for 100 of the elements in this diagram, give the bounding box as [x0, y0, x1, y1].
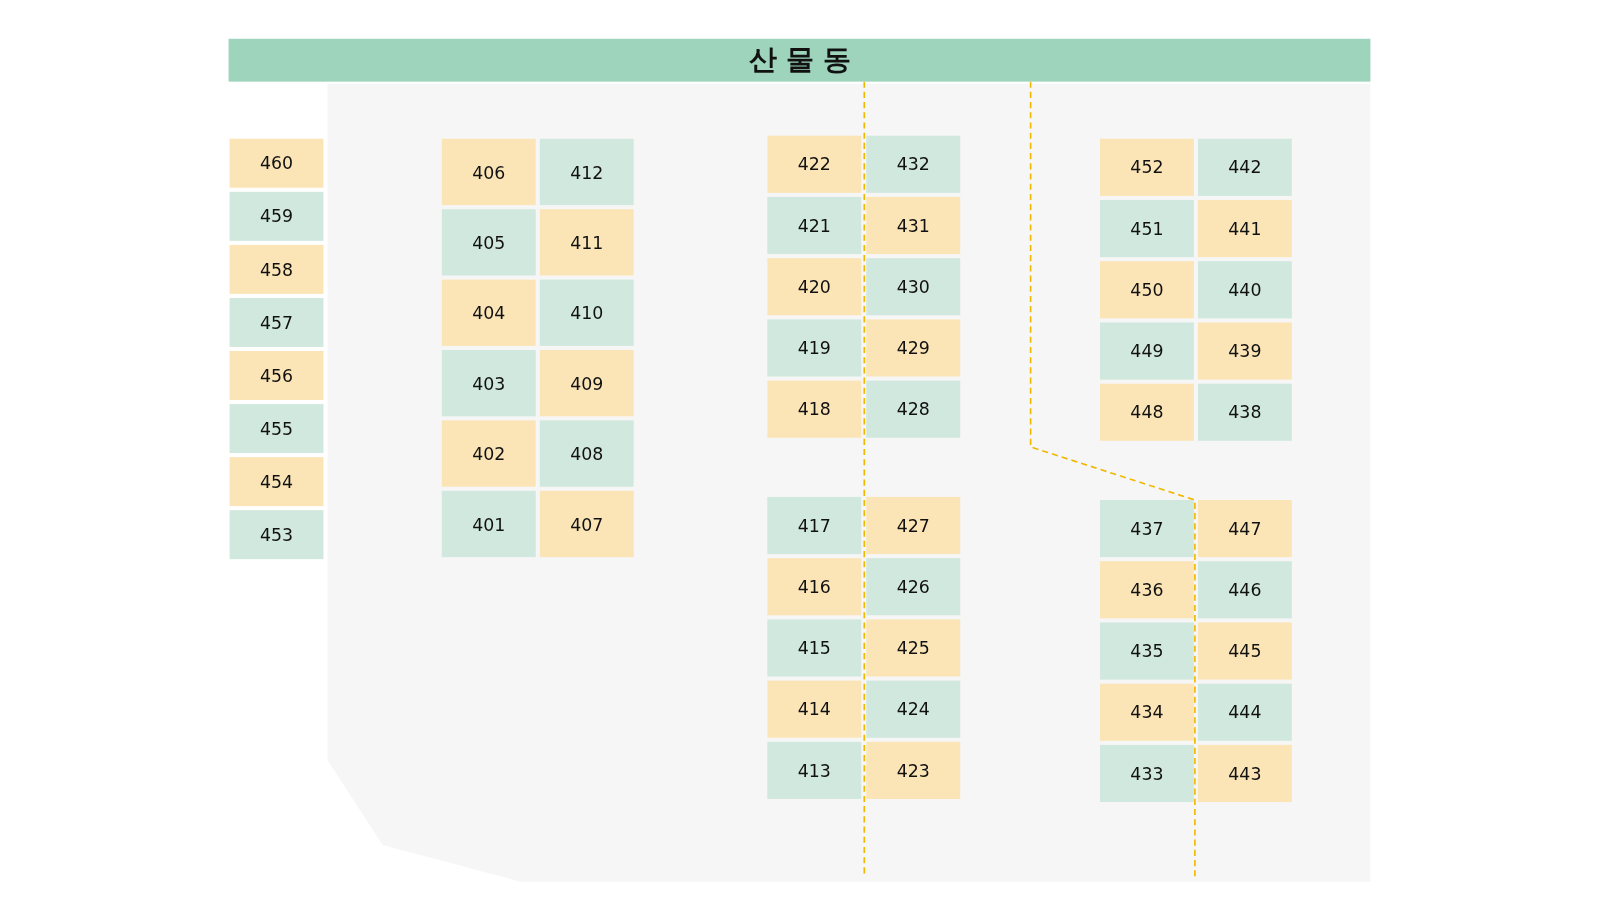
stall-box: [866, 319, 961, 377]
stall-number: 447: [1228, 518, 1262, 539]
stall-box: [866, 558, 961, 616]
stall-box: [767, 680, 862, 738]
stall-box: [441, 279, 536, 346]
stall-box: [1197, 683, 1292, 741]
stall-number: 444: [1228, 702, 1262, 723]
stall-number: 416: [797, 576, 831, 597]
stall-number: 455: [259, 418, 294, 439]
stall-box: [1100, 383, 1194, 441]
stall-number: 402: [472, 443, 506, 464]
stall-box: [1197, 261, 1292, 319]
stall-box: [767, 558, 862, 616]
stall-number: 442: [1228, 157, 1262, 178]
stall-box: [229, 244, 324, 294]
stall-number: 446: [1228, 579, 1262, 600]
stall-box: [866, 680, 961, 738]
stall-number: 414: [797, 698, 831, 720]
stall-number: 430: [896, 276, 930, 297]
stall-box: [1197, 744, 1292, 803]
stall-box: [1100, 744, 1194, 803]
stall-number: 424: [896, 698, 930, 720]
stall-number: 445: [1228, 640, 1262, 662]
stall-number: 438: [1228, 402, 1262, 423]
stall-number: 401: [472, 513, 506, 535]
stall-box: [539, 138, 634, 206]
stall-number: 457: [259, 312, 294, 333]
stall-number: 441: [1228, 218, 1262, 239]
stall-number: 422: [797, 154, 831, 175]
stall-box: [1197, 322, 1292, 380]
stall-box: [1100, 683, 1194, 741]
stall-number: 417: [797, 515, 831, 536]
stall-box: [1197, 561, 1292, 619]
stall-number: 433: [1130, 763, 1164, 784]
stall-number: 459: [259, 206, 294, 227]
stall-number: 451: [1130, 218, 1164, 239]
stall-number: 435: [1130, 640, 1164, 662]
stall-box: [441, 490, 536, 558]
stall-box: [866, 741, 961, 799]
stall-box: [539, 420, 634, 487]
stall-box: [767, 496, 862, 555]
stall-number: 454: [259, 471, 294, 492]
stall-number: 412: [570, 161, 604, 183]
stall-box: [866, 380, 961, 438]
stall-number: 423: [896, 760, 930, 781]
stall-box: [1100, 561, 1194, 619]
stall-box: [1100, 138, 1194, 196]
stall-number: 431: [896, 215, 930, 236]
stall-number: 443: [1228, 763, 1262, 784]
stall-number: 405: [472, 232, 506, 253]
stall-box: [767, 258, 862, 316]
stall-number: 425: [896, 637, 930, 659]
stall-number: 408: [570, 443, 604, 464]
stall-number: 415: [797, 637, 831, 659]
stall-box: [441, 209, 536, 276]
stall-box: [441, 420, 536, 487]
stall-box: [1100, 322, 1194, 380]
stall-number: 411: [570, 232, 604, 253]
stall-box: [866, 135, 961, 193]
title-band: [228, 38, 1371, 82]
stall-number: 460: [259, 153, 294, 174]
stall-number: 407: [570, 513, 604, 535]
stall-box: [767, 196, 862, 255]
stall-box: [441, 138, 536, 206]
stall-box: [767, 319, 862, 377]
stall-box: [1100, 622, 1194, 680]
stall-number: 406: [472, 161, 506, 183]
stall-box: [229, 510, 324, 560]
stall-number: 418: [797, 399, 831, 420]
stall-box: [539, 350, 634, 417]
stall-box: [1197, 138, 1292, 196]
stall-box: [1100, 261, 1194, 319]
stall-box: [229, 404, 324, 454]
stall-number: 428: [896, 399, 930, 420]
stall-box: [1197, 500, 1292, 558]
stall-box: [866, 196, 961, 255]
stall-number: 427: [896, 515, 930, 536]
stall-number: 434: [1130, 702, 1164, 723]
stall-box: [767, 619, 862, 677]
stall-number: 458: [259, 259, 294, 280]
stall-number: 449: [1130, 340, 1164, 362]
stall-box: [866, 619, 961, 677]
stall-number: 448: [1130, 402, 1164, 423]
stall-number: 409: [570, 372, 604, 394]
stall-number: 452: [1130, 157, 1164, 178]
stall-number: 429: [896, 337, 930, 359]
stall-number: 436: [1130, 579, 1164, 600]
stall-number: 403: [472, 372, 506, 394]
stall-number: 410: [570, 302, 604, 323]
stall-number: 439: [1228, 340, 1262, 362]
stall-number: 437: [1130, 518, 1164, 539]
stall-number: 421: [797, 215, 831, 236]
stall-number: 419: [797, 337, 831, 359]
stall-number: 432: [896, 154, 930, 175]
stall-box: [1197, 622, 1292, 680]
stall-number: 440: [1228, 279, 1262, 300]
stall-number: 404: [472, 302, 506, 323]
stall-box: [1197, 383, 1292, 441]
stall-box: [1197, 200, 1292, 258]
stall-box: [539, 490, 634, 558]
